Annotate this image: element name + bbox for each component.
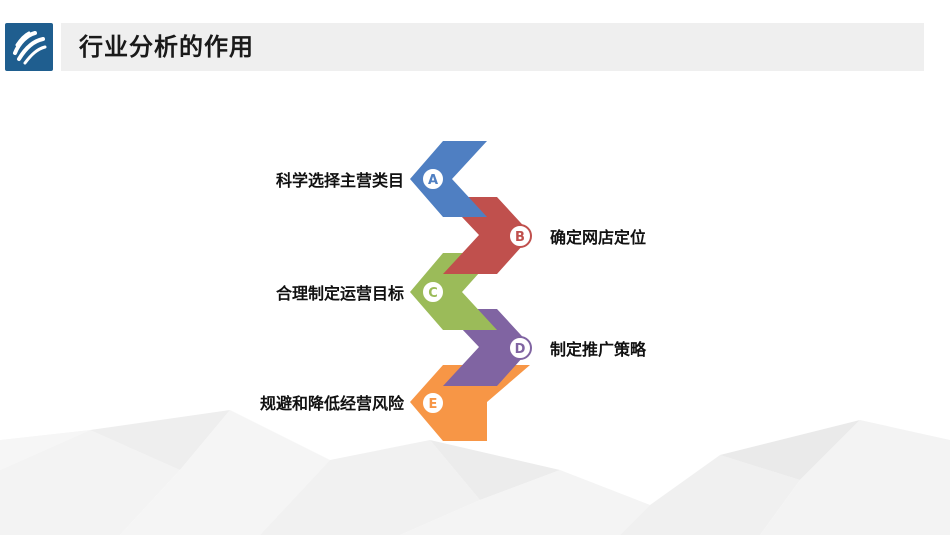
step-b-label: 确定网店定位: [550, 228, 647, 247]
step-e-letter: E: [429, 397, 438, 412]
step-d-label: 制定推广策略: [550, 340, 647, 359]
page-title: 行业分析的作用: [79, 33, 254, 61]
step-e-label: 规避和降低经营风险: [259, 394, 404, 413]
step-c-label: 合理制定运营目标: [275, 284, 404, 303]
step-a-letter: A: [428, 173, 438, 188]
step-e-chevron-lower: [410, 402, 487, 441]
step-a-chevron: [410, 141, 487, 217]
step-d-letter: D: [515, 342, 526, 357]
step-a-marker: A: [421, 167, 445, 191]
step-a-label: 科学选择主营类目: [275, 171, 404, 190]
stripes-logo-icon: [13, 31, 47, 65]
step-d-marker: D: [508, 336, 532, 360]
step-b-marker: B: [508, 224, 532, 248]
step-c-letter: C: [428, 286, 438, 301]
title-bar: 行业分析的作用: [61, 23, 924, 71]
step-e-marker: E: [421, 391, 445, 415]
step-c-marker: C: [421, 280, 445, 304]
step-b-letter: B: [515, 230, 525, 245]
logo: [5, 23, 53, 71]
